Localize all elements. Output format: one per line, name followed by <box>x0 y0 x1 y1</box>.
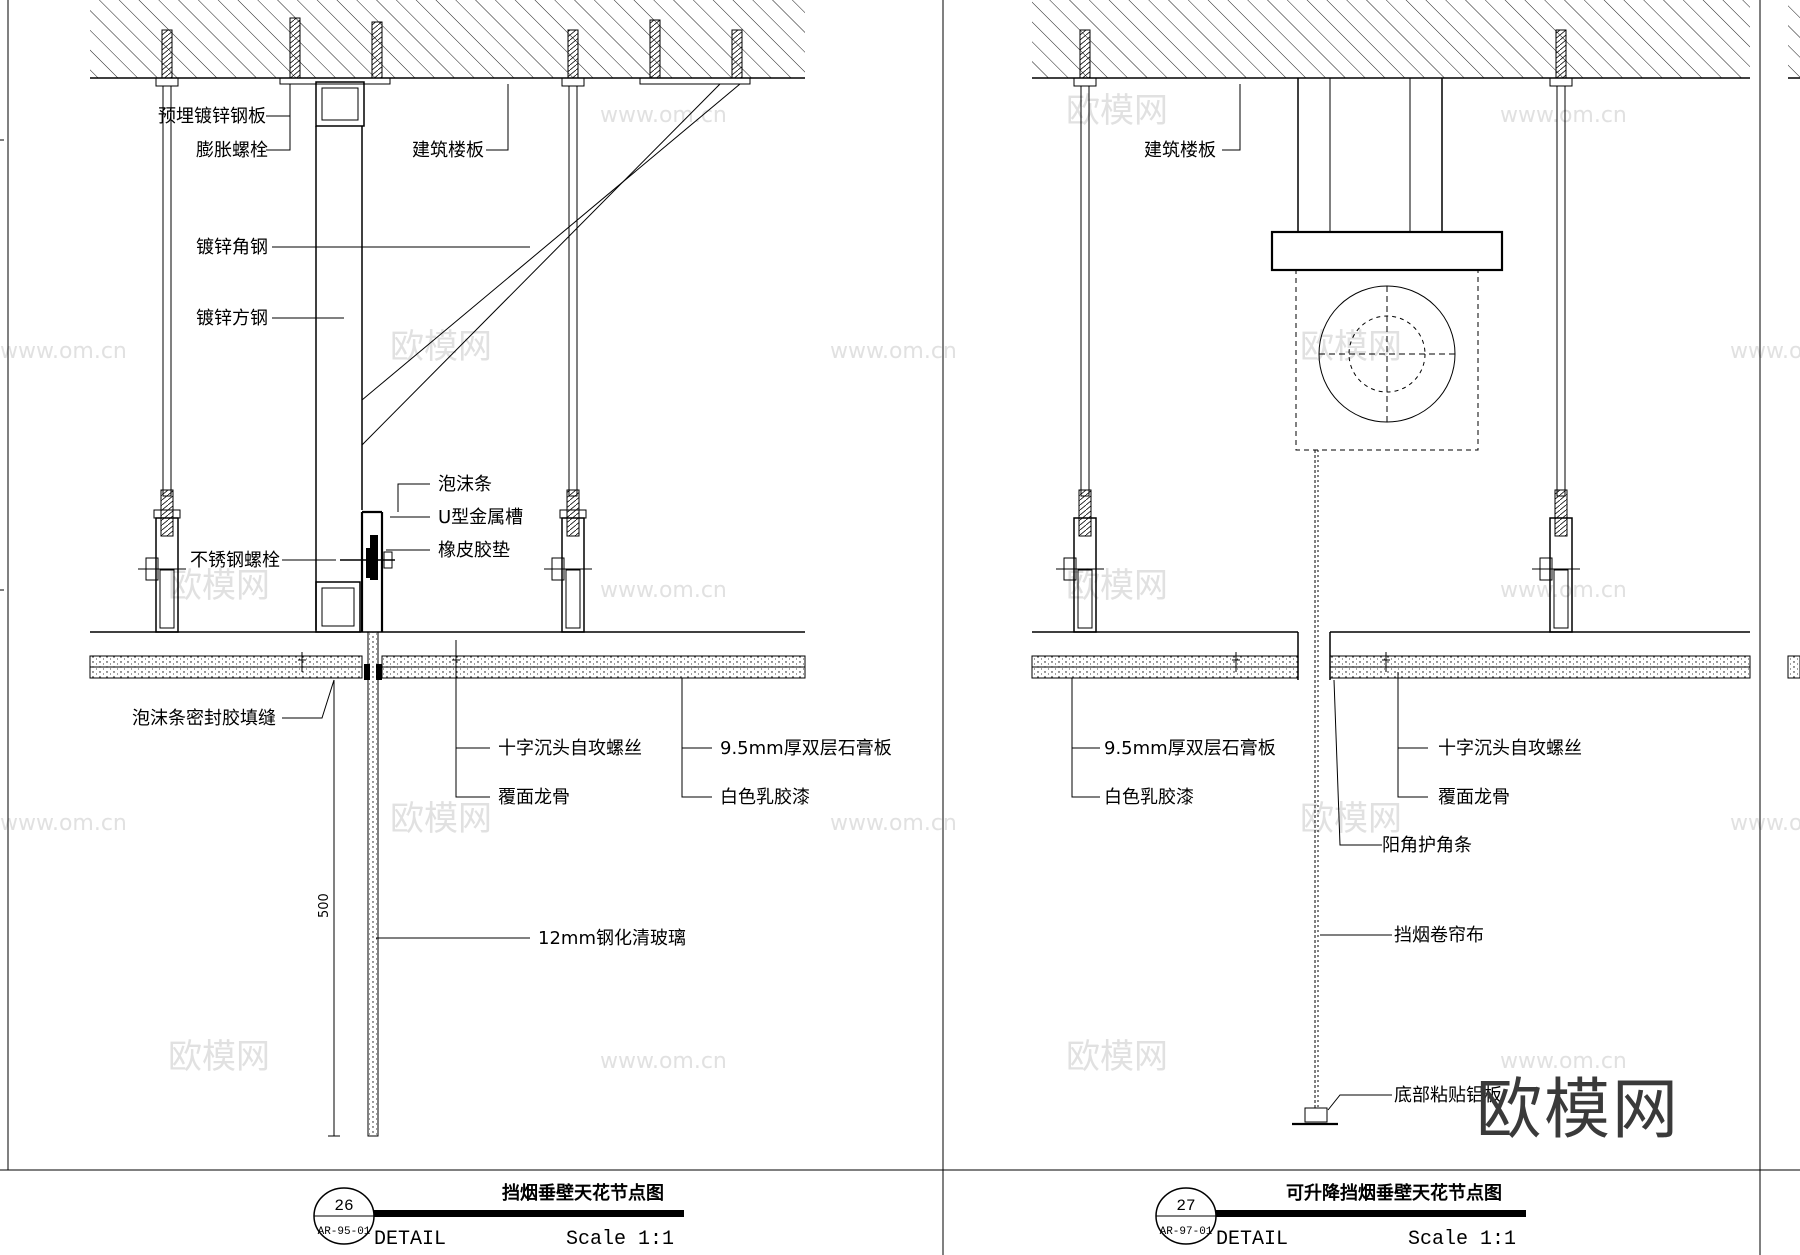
watermark-brand: 欧模网 <box>1066 566 1168 606</box>
leader-lines-26 <box>266 84 712 939</box>
label-embedded-plate: 预埋镀锌钢板 <box>158 106 266 127</box>
brand-logo: 欧模网 <box>1476 1071 1680 1148</box>
watermark-site: www.om.cn <box>1500 578 1627 603</box>
watermark-site: www.om.cn <box>600 578 727 603</box>
label-gypsum: 9.5mm厚双层石膏板 <box>720 737 892 759</box>
label-angle-steel: 镀锌角钢 <box>196 237 268 258</box>
label-foam-strip: 泡沫条 <box>438 474 492 495</box>
labels-27: 建筑楼板 9.5mm厚双层石膏板 白色乳胶漆 十字沉头自攻螺丝 覆面龙骨 阳角护… <box>1104 140 1582 1106</box>
detail-scale-27: Scale 1:1 <box>1408 1228 1516 1251</box>
watermark-site: www.om.cn <box>600 103 727 128</box>
label-rubber-pad: 橡皮胶垫 <box>438 540 510 561</box>
label-expansion-bolt: 膨胀螺栓 <box>196 140 268 161</box>
detail-kind-27: DETAIL <box>1216 1228 1288 1251</box>
label-27-gypsum: 9.5mm厚双层石膏板 <box>1104 737 1276 759</box>
watermark-site: www.om.cn <box>1500 103 1627 128</box>
concrete-slab <box>90 0 805 78</box>
watermark-site: www.om.cn <box>1730 811 1800 836</box>
watermark-brand: 欧模网 <box>390 799 492 839</box>
label-latex-paint: 白色乳胶漆 <box>720 787 810 808</box>
title-block-27: 27 AR-97-01 可升降挡烟垂壁天花节点图 DETAIL Scale 1:… <box>1155 1182 1526 1251</box>
watermark-brand: 欧模网 <box>1066 1037 1168 1077</box>
detail-27: 建筑楼板 9.5mm厚双层石膏板 白色乳胶漆 十字沉头自攻螺丝 覆面龙骨 阳角护… <box>1031 0 1751 1251</box>
label-keel: 覆面龙骨 <box>498 787 570 808</box>
detail-scale-26: Scale 1:1 <box>566 1228 674 1251</box>
label-27-curtain: 挡烟卷帘布 <box>1394 925 1484 946</box>
watermark-brand: 欧模网 <box>390 327 492 367</box>
label-glass: 12mm钢化清玻璃 <box>538 928 686 949</box>
label-27-keel: 覆面龙骨 <box>1438 787 1510 808</box>
watermark-site: www.om.cn <box>830 811 957 836</box>
label-27-screw: 十字沉头自攻螺丝 <box>1438 738 1582 759</box>
detail-title-27: 可升降挡烟垂壁天花节点图 <box>1286 1182 1502 1204</box>
dimension-500: 500 <box>317 893 332 918</box>
watermark-brand: 欧模网 <box>1300 327 1402 367</box>
detail-title-26: 挡烟垂壁天花节点图 <box>502 1182 664 1204</box>
title-block-26: 26 AR-95-01 挡烟垂壁天花节点图 DETAIL Scale 1:1 <box>313 1182 684 1251</box>
label-27-corner-bead: 阳角护角条 <box>1382 835 1472 856</box>
detail-number-26: 26 <box>334 1197 353 1215</box>
watermark-brand: 欧模网 <box>1300 799 1402 839</box>
watermark-site: www.om.cn <box>600 1049 727 1074</box>
label-27-bottom-bar: 底部粘贴铝板 <box>1394 1085 1502 1106</box>
watermark-site: www.om.cn <box>0 339 127 364</box>
label-27-floor-slab: 建筑楼板 <box>1144 140 1216 161</box>
label-square-steel: 镀锌方钢 <box>196 308 268 329</box>
adjacent-detail-edge <box>1787 0 1800 679</box>
watermark-site: www.om.cn <box>1500 1049 1627 1074</box>
label-27-latex-paint: 白色乳胶漆 <box>1104 787 1194 808</box>
watermark-brand: 欧模网 <box>1066 91 1168 131</box>
label-screw: 十字沉头自攻螺丝 <box>498 738 642 759</box>
detail-26: 500 预埋镀锌钢板 膨胀螺栓 建筑楼板 镀锌角钢 <box>89 0 892 1251</box>
sheet-ref-26: AR-95-01 <box>318 1226 371 1238</box>
detail-kind-26: DETAIL <box>374 1228 446 1251</box>
label-floor-slab: 建筑楼板 <box>412 140 484 161</box>
tempered-glass <box>367 631 379 1137</box>
label-ss-bolt: 不锈钢螺栓 <box>190 550 280 571</box>
concrete-slab-27 <box>1032 0 1750 78</box>
watermark-site: www.om.cn <box>830 339 957 364</box>
detail-number-27: 27 <box>1176 1197 1195 1215</box>
leader-lines-27 <box>1071 84 1428 1111</box>
label-u-channel: U型金属槽 <box>438 507 523 528</box>
watermark-site: www.om.cn <box>0 811 127 836</box>
watermark-brand: 欧模网 <box>168 566 270 606</box>
label-foam-sealant: 泡沫条密封胶填缝 <box>132 708 276 729</box>
watermark-site: www.om.cn <box>1730 339 1800 364</box>
watermark-brand: 欧模网 <box>168 1037 270 1077</box>
sheet-ref-27: AR-97-01 <box>1160 1226 1213 1238</box>
labels-26: 预埋镀锌钢板 膨胀螺栓 建筑楼板 镀锌角钢 镀锌方钢 泡沫条 U型金属槽 橡皮胶… <box>132 106 892 949</box>
